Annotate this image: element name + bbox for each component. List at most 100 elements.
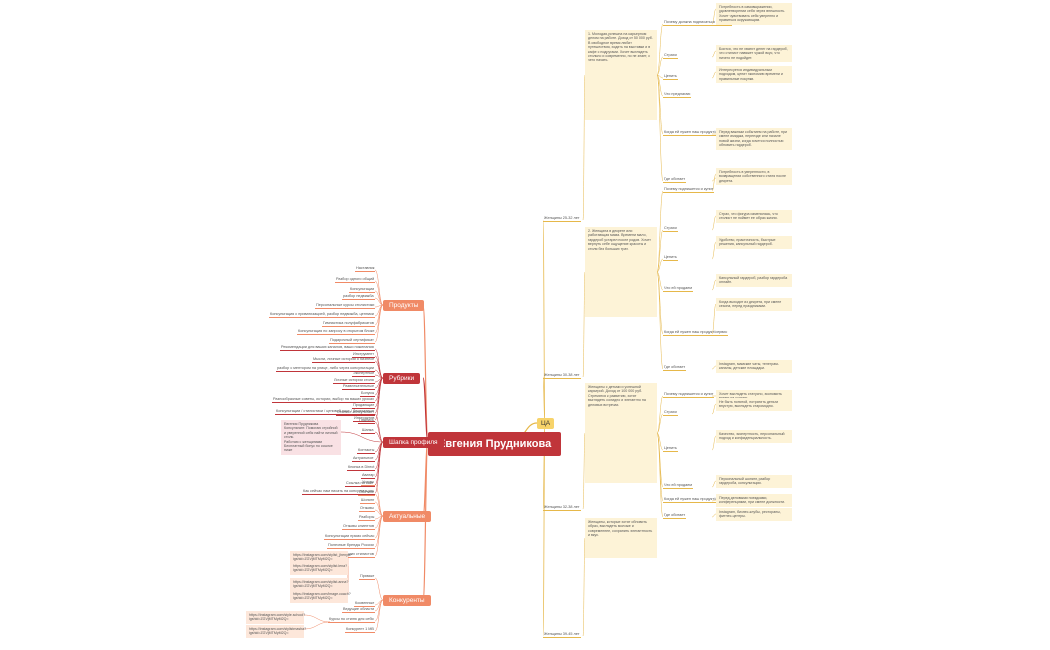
competitor-link-2[interactable]: https://instagram.com/stylist.anna?igshi… — [290, 578, 348, 591]
rubrics-item-10[interactable]: Консультации / стилистики / ценовой рост… — [275, 409, 376, 415]
products-item-8[interactable]: Подарочный сертификат — [329, 338, 375, 344]
segment-2-topic-1-note: Не быть понятой, потратить деньги впусту… — [716, 398, 792, 411]
competitors-item-1[interactable]: Косвенные — [354, 601, 376, 607]
segment-1-topic-5[interactable]: Где обитает — [663, 365, 687, 371]
products-item-6[interactable]: Гимнастика полуфабрикатов — [322, 321, 375, 327]
segment-0-topic-1-note: Боится, что не хватит денег на гардероб,… — [716, 45, 792, 63]
competitors-item-0[interactable]: Прямые — [359, 574, 376, 580]
actual-item-0[interactable]: Услуги — [361, 480, 375, 486]
segment-1-topic-1[interactable]: Страхи — [663, 226, 678, 232]
products-item-0[interactable]: Наставник — [355, 266, 376, 272]
rubrics-item-5[interactable]: Личные истории стиля — [333, 378, 375, 384]
segment-1-topic-4[interactable]: Когда ей нужен наш продукт/сервис — [663, 330, 729, 336]
rubrics-item-4[interactable]: Экспертные — [352, 371, 376, 377]
branch-actual[interactable]: Актуальные — [383, 511, 432, 522]
segment-1[interactable]: Женщины 30-38 лет — [543, 373, 581, 379]
connector-note-1-4 — [711, 303, 717, 335]
products-item-1[interactable]: Разбор одного общий — [335, 277, 376, 283]
profile-item-1[interactable]: Подпись — [358, 418, 376, 424]
competitor-link-5[interactable]: https://instagram.com/stylistmasha?igshi… — [246, 625, 306, 638]
branch-products[interactable]: Продукты — [383, 300, 425, 311]
actual-item-6[interactable]: Консультации прямо сейчас — [324, 534, 376, 540]
connector-rubrics-1 — [374, 355, 384, 379]
actual-item-1[interactable]: Обо мне — [358, 490, 376, 496]
segment-2-topic-3[interactable]: Что ей продаем — [663, 483, 693, 489]
connector-note-2-4 — [711, 499, 717, 502]
segment-1-topic-4-note: Когда выходит из декрета, при смене сезо… — [716, 298, 792, 311]
profile-item-7[interactable]: Ссылка на сайт — [345, 481, 375, 487]
connector-profile-8 — [374, 441, 384, 494]
profile-item-6[interactable]: Аватар — [361, 473, 376, 479]
segment-0-topic-0[interactable]: Почему должна подписаться и купить — [663, 20, 732, 26]
actual-item-4[interactable]: Разборы — [358, 515, 376, 521]
profile-item-5[interactable]: Кнопка в Direct — [347, 465, 376, 471]
rubrics-item-7[interactable]: Бонусы — [360, 391, 376, 397]
root-node[interactable]: Евгения Прудникова — [428, 432, 562, 456]
connector-note-2-1 — [711, 403, 717, 415]
connector-note-2-3 — [711, 480, 717, 488]
connector-topic-1-2 — [656, 258, 664, 273]
branch-profile[interactable]: Шапка профиля — [383, 437, 444, 448]
segment-1-topic-2[interactable]: Ценить — [663, 255, 678, 261]
segment-description-2: Женщины с детьми и успешной карьерой. До… — [585, 383, 657, 483]
connector-competitors-4 — [374, 599, 384, 632]
competitors-item-4[interactable]: Конкурент 1 МВ — [345, 627, 375, 633]
segment-3[interactable]: Женщины 39-45 лет — [543, 632, 581, 638]
connector-topic-1-4 — [656, 271, 664, 335]
branch-competitors[interactable]: Конкуренты — [383, 595, 431, 606]
profile-item-3[interactable]: Контакты — [357, 448, 376, 454]
rubrics-item-11[interactable]: Интерактив — [353, 416, 376, 422]
connector-segment-desc-1 — [582, 271, 586, 378]
rubrics-item-9[interactable]: Продающие — [352, 403, 376, 409]
segment-1-topic-0[interactable]: Почему подпишется и купит — [663, 187, 715, 193]
competitor-link-3[interactable]: https://instagram.com/image.coach?igshid… — [290, 590, 351, 603]
segment-0-topic-2[interactable]: Ценить — [663, 74, 678, 80]
competitors-item-2[interactable]: Ведущие области — [342, 607, 376, 613]
segment-2-topic-5[interactable]: Где обитает — [663, 513, 687, 519]
rubrics-item-2[interactable]: Мысли, личные истории о бизнесе — [312, 357, 376, 363]
products-item-2[interactable]: Консультации — [349, 287, 376, 293]
branch-rubrics[interactable]: Рубрики — [383, 373, 421, 384]
actual-item-7[interactable]: Полезные бренды России — [327, 543, 375, 549]
competitor-link-1[interactable]: https://instagram.com/stylist.lena?igshi… — [290, 562, 348, 575]
segment-0-topic-1[interactable]: Страхи — [663, 53, 678, 59]
segment-0-topic-4[interactable]: Когда ей нужен наш продукт/сервис — [663, 130, 729, 136]
segment-2-topic-0[interactable]: Почему подпишется и купит — [663, 392, 715, 398]
actual-item-2[interactable]: Шопинг — [360, 498, 376, 504]
products-item-3[interactable]: разбор недвижба — [342, 294, 375, 300]
competitor-link-0[interactable]: https://instagram.com/stylist_jhenya?igs… — [290, 551, 352, 564]
segment-description-3: Женщины, которые хотят обновить образ, в… — [585, 518, 657, 558]
segment-0-topic-3[interactable]: Что предлагаю — [663, 92, 692, 98]
products-item-5[interactable]: Консультация с приватизацией, разбор нед… — [269, 312, 375, 318]
segment-1-topic-3[interactable]: Что ей продаем — [663, 286, 693, 292]
profile-item-4[interactable]: Актуальное — [352, 456, 375, 462]
connector-actual-0 — [374, 483, 384, 517]
actual-item-5[interactable]: Отзывы клиентов — [342, 524, 376, 530]
segment-0-topic-5[interactable]: Где обитает — [663, 177, 687, 183]
segment-2-topic-4[interactable]: Когда ей нужен наш продукт/сервис — [663, 497, 729, 503]
profile-item-2[interactable]: Шапка — [361, 428, 375, 434]
rubrics-item-0[interactable]: Рекомендации для ваших каналов, ваши пож… — [280, 345, 375, 351]
segment-2-topic-1[interactable]: Страхи — [663, 410, 678, 416]
rubrics-item-8[interactable]: Разнообразные советы, истории, выбор на … — [272, 397, 376, 403]
connector-competitor-link-5 — [303, 621, 331, 630]
segment-2-topic-2[interactable]: Ценить — [663, 446, 678, 452]
connector-actual-7 — [374, 515, 384, 548]
segment-2[interactable]: Женщины 32-38 лет — [543, 505, 581, 511]
rubrics-item-3[interactable]: разбор с ментором на улице, либо через к… — [276, 366, 376, 372]
profile-item-8[interactable]: Как сейчас нам писать на консультацию — [302, 489, 375, 495]
actual-item-3[interactable]: Отзывы — [359, 506, 375, 512]
competitors-item-3[interactable]: Курсы по стилю для себя — [328, 617, 375, 623]
connector-profile-1 — [374, 421, 384, 443]
products-item-7[interactable]: Консультация по запросу в открытом блоке — [297, 329, 376, 335]
segment-1-topic-0-note: Потребность в уверенности, в возвращении… — [716, 168, 792, 186]
profile-item-0[interactable]: Стилист-консультант — [336, 410, 376, 416]
products-item-4[interactable]: Персональные курсы стилистики — [315, 303, 376, 309]
rubrics-item-1[interactable]: Инструмент — [352, 352, 375, 358]
rubrics-item-6[interactable]: Развлекательные — [342, 384, 376, 390]
branch-ca[interactable]: ЦА — [537, 418, 555, 429]
competitor-link-4[interactable]: https://instagram.com/style.school?igshi… — [246, 611, 305, 624]
segment-0[interactable]: Женщины 25-32 лет — [543, 216, 581, 222]
